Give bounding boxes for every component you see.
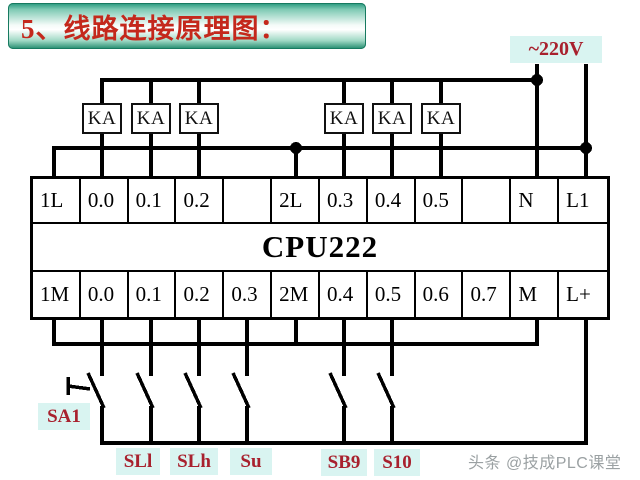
junction-dot: [531, 74, 543, 86]
voltage-label: ~220V: [510, 36, 602, 63]
relay-box-ka-1: KA: [82, 103, 122, 134]
switch-label-sb9: SB9: [321, 449, 367, 476]
terminal-cell: 0.5: [368, 272, 416, 317]
terminal-cell: 0.1: [129, 179, 177, 222]
terminal-cell: 0.7: [463, 272, 512, 317]
junction-dot: [290, 142, 302, 154]
junction-dots: [290, 74, 592, 154]
input-common-bus: [52, 319, 539, 346]
terminal-cell: M: [511, 272, 560, 317]
terminal-cell: 1M: [33, 272, 81, 317]
switch-symbols: [66, 319, 396, 445]
ac-power-wires: [535, 64, 588, 178]
input-terminal-row: 1M 0.0 0.1 0.2 0.3 2M 0.4 0.5 0.6 0.7 M …: [33, 272, 607, 317]
switch-label-su: Su: [230, 448, 272, 475]
terminal-cell: 0.1: [129, 272, 177, 317]
terminal-cell: 0.3: [320, 179, 368, 222]
relay-box-ka-5: KA: [372, 103, 412, 134]
relay-coil-bus: [100, 78, 537, 104]
terminal-cell: 1L: [33, 179, 81, 222]
cpu-model-label: CPU222: [33, 224, 607, 272]
relay-box-ka-3: KA: [179, 103, 219, 134]
switch-label-s10: S10: [374, 449, 420, 476]
terminal-cell: N: [511, 179, 560, 222]
plc-table: 1L 0.0 0.1 0.2 2L 0.3 0.4 0.5 N L1 CPU22…: [30, 176, 610, 320]
relay-box-ka-2: KA: [131, 103, 171, 134]
switch-label-sll: SLl: [116, 448, 160, 475]
output-terminal-row: 1L 0.0 0.1 0.2 2L 0.3 0.4 0.5 N L1: [33, 179, 607, 224]
terminal-cell: 0.4: [320, 272, 368, 317]
relay-box-ka-6: KA: [421, 103, 461, 134]
terminal-cell: 0.6: [416, 272, 464, 317]
output-common-bus: [52, 146, 586, 178]
page-title: 5、线路连接原理图：: [21, 13, 288, 44]
watermark: 头条 @技成PLC课堂: [468, 455, 622, 472]
relay-output-wires: [100, 133, 443, 178]
relay-box-ka-4: KA: [324, 103, 364, 134]
title-bar: 5、线路连接原理图：: [8, 3, 366, 49]
terminal-cell: 0.5: [416, 179, 464, 222]
terminal-cell: 0.2: [176, 179, 225, 222]
switch-label-slh: SLh: [170, 448, 218, 475]
switch-label-sa1: SA1: [38, 403, 90, 430]
terminal-cell: [463, 179, 512, 222]
terminal-cell: [224, 179, 273, 222]
terminal-cell: 0.3: [224, 272, 273, 317]
terminal-cell: 0.4: [368, 179, 416, 222]
terminal-cell: 0.2: [176, 272, 225, 317]
terminal-cell: 0.0: [81, 179, 129, 222]
terminal-cell: L+: [566, 282, 591, 306]
bottom-supply-bus: [102, 319, 588, 445]
terminal-cell: 2M: [272, 272, 320, 317]
junction-dot: [580, 142, 592, 154]
terminal-cell: L1: [566, 188, 590, 212]
sa1-actuator-icon: [66, 377, 91, 395]
terminal-cell: 2L: [272, 179, 320, 222]
terminal-cell: 0.0: [81, 272, 129, 317]
